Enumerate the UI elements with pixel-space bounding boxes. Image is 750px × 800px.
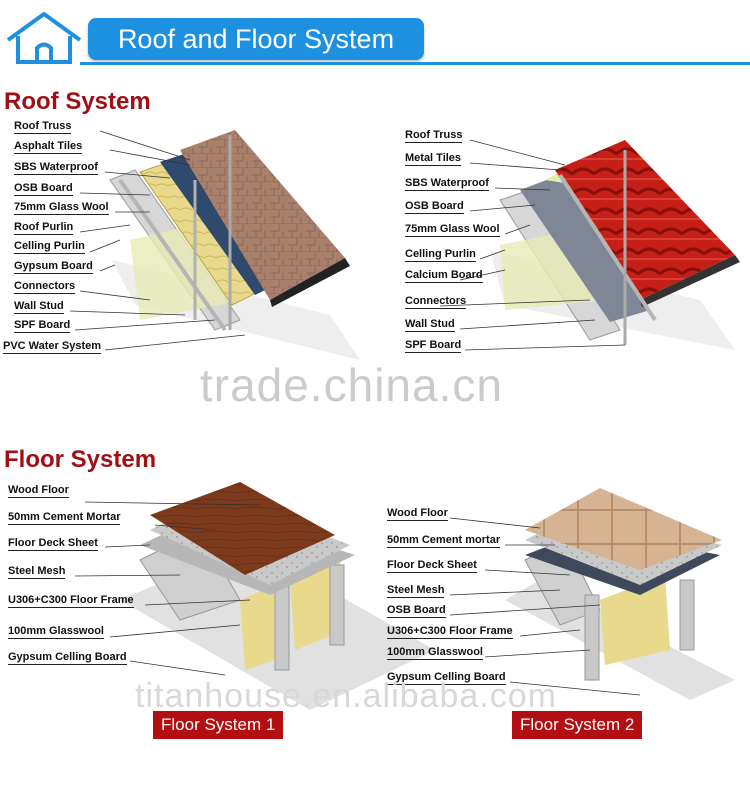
roof2-label-spf-board: SPF Board [405, 339, 462, 353]
roof1-label-gypsum-board: Gypsum Board [14, 260, 93, 274]
floor1-label-cement-mortar: 50mm Cement Mortar [8, 511, 121, 525]
floor-system-2-caption: Floor System 2 [512, 711, 643, 739]
floor1-label-glasswool: 100mm Glasswool [8, 625, 104, 639]
roof2-label-wall-stud: Wall Stud [405, 318, 455, 332]
floor2-label-gypsum-celling-board: Gypsum Celling Board [387, 671, 506, 685]
roof1-label-asphalt-tiles: Asphalt Tiles [14, 140, 83, 154]
floor2-label-floor-frame: U306+C300 Floor Frame [387, 625, 513, 639]
roof1-label-roof-purlin: Roof Purlin [14, 221, 74, 235]
floor2-label-glasswool: 100mm Glasswool [387, 646, 483, 660]
roof1-label-spf-board: SPF Board [14, 319, 71, 333]
roof1-label-glass-wool: 75mm Glass Wool [14, 201, 109, 215]
floor-section-title: Floor System [4, 446, 157, 473]
floor1-label-floor-deck-sheet: Floor Deck Sheet [8, 537, 98, 551]
roof2-label-celling-purlin: Celling Purlin [405, 248, 476, 262]
roof2-label-sbs-waterproof: SBS Waterproof [405, 177, 489, 191]
roof1-label-connectors: Connectors [14, 280, 76, 294]
roof2-label-roof-truss: Roof Truss [405, 129, 463, 143]
watermark-trade-china: trade.china.cn [200, 359, 503, 411]
floor2-label-floor-deck-sheet: Floor Deck Sheet [387, 559, 477, 573]
page-title: Roof and Floor System [88, 18, 424, 60]
floor2-label-wood-floor: Wood Floor [387, 507, 448, 521]
roof2-label-connectors: Connectors [405, 295, 467, 309]
roof2-label-calcium-board: Calcium Board [405, 269, 483, 283]
roof-system-2-illustration [490, 140, 740, 350]
watermark-titanhouse: titanhouse.en.alibaba.com [135, 677, 557, 715]
floor1-label-floor-frame: U306+C300 Floor Frame [8, 594, 134, 608]
floor-system-2-illustration [505, 488, 735, 700]
roof-section-title: Roof System [4, 88, 151, 115]
roof2-label-metal-tiles: Metal Tiles [405, 152, 462, 166]
roof1-label-pvc-water-system: PVC Water System [3, 340, 102, 354]
roof1-label-wall-stud: Wall Stud [14, 300, 64, 314]
roof2-label-glass-wool: 75mm Glass Wool [405, 223, 500, 237]
floor2-label-cement-mortar: 50mm Cement mortar [387, 534, 501, 548]
floor1-label-gypsum-celling-board: Gypsum Celling Board [8, 651, 127, 665]
roof1-label-roof-truss: Roof Truss [14, 120, 72, 134]
roof2-label-osb-board: OSB Board [405, 200, 464, 214]
header-divider [80, 62, 750, 65]
floor-system-1-caption: Floor System 1 [153, 711, 284, 739]
floor1-label-steel-mesh: Steel Mesh [8, 565, 66, 579]
floor-system-1-illustration [120, 482, 435, 710]
floor1-label-wood-floor: Wood Floor [8, 484, 69, 498]
roof-system-1-illustration [109, 130, 360, 360]
roof1-label-osb-board: OSB Board [14, 182, 73, 196]
floor2-label-osb-board: OSB Board [387, 604, 446, 618]
house-icon [6, 12, 82, 64]
roof1-label-celling-purlin: Celling Purlin [14, 240, 85, 254]
floor2-label-steel-mesh: Steel Mesh [387, 584, 445, 598]
roof1-label-sbs-waterproof: SBS Waterproof [14, 161, 98, 175]
